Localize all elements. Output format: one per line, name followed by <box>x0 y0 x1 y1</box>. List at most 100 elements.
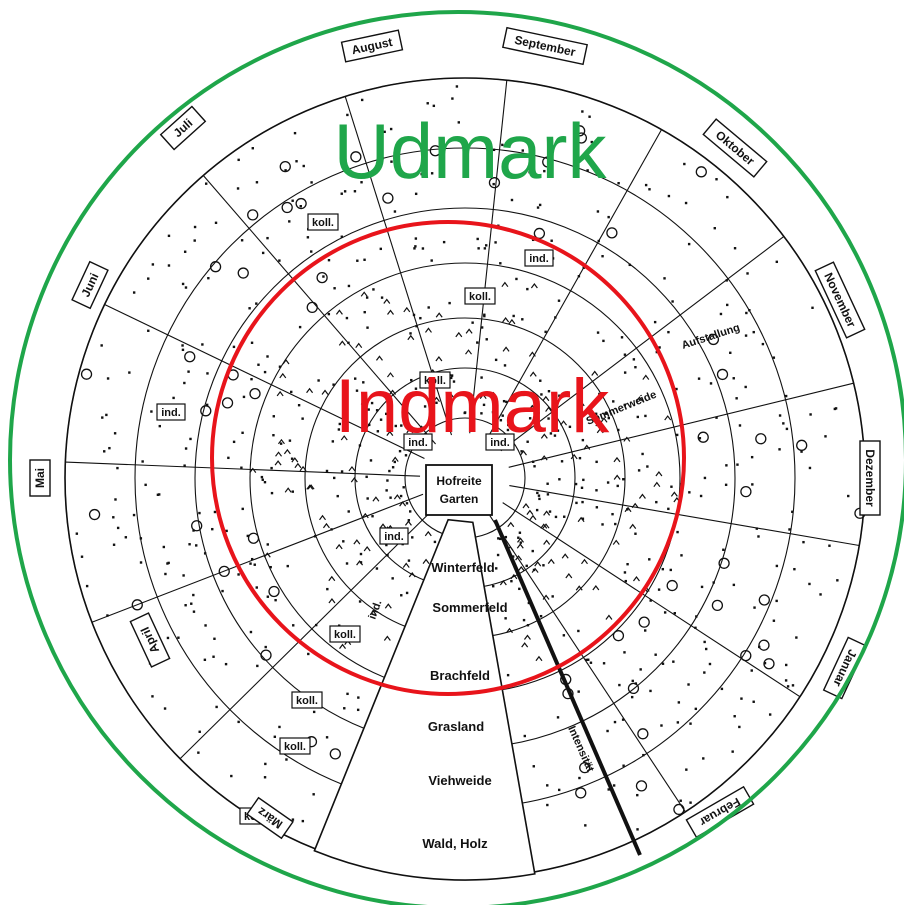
grass-dot <box>326 470 328 472</box>
grass-dot <box>753 331 755 333</box>
grass-dot <box>558 478 560 480</box>
grass-dot <box>636 828 638 830</box>
grass-dot <box>386 554 388 556</box>
grass-dot <box>301 417 303 419</box>
grass-dot <box>703 671 705 673</box>
grass-dot <box>365 476 367 478</box>
grass-dot <box>105 414 107 416</box>
grass-dot <box>726 304 728 306</box>
grass-dot <box>629 264 631 266</box>
grass-dot <box>808 583 810 585</box>
zone-label-brachfeld: Brachfeld <box>430 668 490 683</box>
grass-dot <box>726 196 728 198</box>
grass-dot <box>700 495 702 497</box>
grass-dot <box>182 349 184 351</box>
udmark-label: Udmark <box>333 107 607 195</box>
grass-dot <box>147 277 149 279</box>
grass-dot <box>206 372 208 374</box>
grass-dot <box>314 535 316 537</box>
grass-dot <box>639 668 641 670</box>
grass-dot <box>704 477 706 479</box>
grass-dot <box>624 571 626 573</box>
grass-dot <box>381 296 383 298</box>
grass-dot <box>477 247 479 249</box>
grass-dot <box>408 519 410 521</box>
grass-dot <box>725 464 727 466</box>
zone-label-sommerfeld: Sommerfeld <box>432 600 507 615</box>
grass-dot <box>683 163 685 165</box>
grass-dot <box>256 181 258 183</box>
grass-dot <box>215 222 217 224</box>
tag-koll: koll. <box>465 288 495 304</box>
grass-dot <box>709 663 711 665</box>
grass-dot <box>703 641 705 643</box>
grass-dot <box>758 646 760 648</box>
grass-dot <box>775 600 777 602</box>
grass-dot <box>164 573 166 575</box>
grass-dot <box>632 680 634 682</box>
grass-dot <box>497 554 499 556</box>
grass-dot <box>648 188 650 190</box>
grass-dot <box>310 181 312 183</box>
grass-dot <box>128 371 130 373</box>
grass-dot <box>788 528 790 530</box>
grass-dot <box>618 684 620 686</box>
grass-dot <box>330 528 332 530</box>
grass-dot <box>670 486 672 488</box>
grass-dot <box>778 448 780 450</box>
grass-dot <box>274 599 276 601</box>
grass-dot <box>221 590 223 592</box>
grass-dot <box>542 564 544 566</box>
grass-dot <box>734 247 736 249</box>
grass-dot <box>524 735 526 737</box>
grass-dot <box>413 247 415 249</box>
grass-dot <box>213 638 215 640</box>
grass-dot <box>614 721 616 723</box>
grass-dot <box>252 147 254 149</box>
grass-dot <box>824 435 826 437</box>
grass-dot <box>262 479 264 481</box>
grass-dot <box>519 532 521 534</box>
grass-dot <box>168 235 170 237</box>
grass-dot <box>733 715 735 717</box>
grass-dot <box>204 624 206 626</box>
grass-dot <box>411 536 413 538</box>
grass-dot <box>537 206 539 208</box>
grass-dot <box>312 793 314 795</box>
grass-dot <box>250 631 252 633</box>
grass-dot <box>313 711 315 713</box>
grass-dot <box>273 415 275 417</box>
grass-dot <box>521 318 523 320</box>
grass-dot <box>752 701 754 703</box>
tag-koll-text: koll. <box>312 217 334 229</box>
grass-dot <box>288 220 290 222</box>
tag-ind-text: ind. <box>161 407 181 419</box>
grass-dot <box>205 182 207 184</box>
grass-dot <box>819 593 821 595</box>
grass-dot <box>391 577 393 579</box>
grass-dot <box>471 321 473 323</box>
grass-dot <box>646 465 648 467</box>
grass-dot <box>533 569 535 571</box>
grass-dot <box>645 184 647 186</box>
grass-dot <box>366 296 368 298</box>
grass-dot <box>654 321 656 323</box>
grass-dot <box>342 540 344 542</box>
grass-dot <box>782 422 784 424</box>
grass-dot <box>617 182 619 184</box>
grass-dot <box>634 366 636 368</box>
grass-dot <box>103 450 105 452</box>
grass-dot <box>215 706 217 708</box>
grass-dot <box>638 469 640 471</box>
grass-dot <box>289 439 291 441</box>
grass-dot <box>434 541 436 543</box>
grass-dot <box>575 483 577 485</box>
grass-dot <box>167 562 169 564</box>
grass-dot <box>405 454 407 456</box>
grass-dot <box>511 199 513 201</box>
grass-dot <box>596 506 598 508</box>
grass-dot <box>249 562 251 564</box>
grass-dot <box>617 485 619 487</box>
grass-dot <box>193 610 195 612</box>
grass-dot <box>264 763 266 765</box>
